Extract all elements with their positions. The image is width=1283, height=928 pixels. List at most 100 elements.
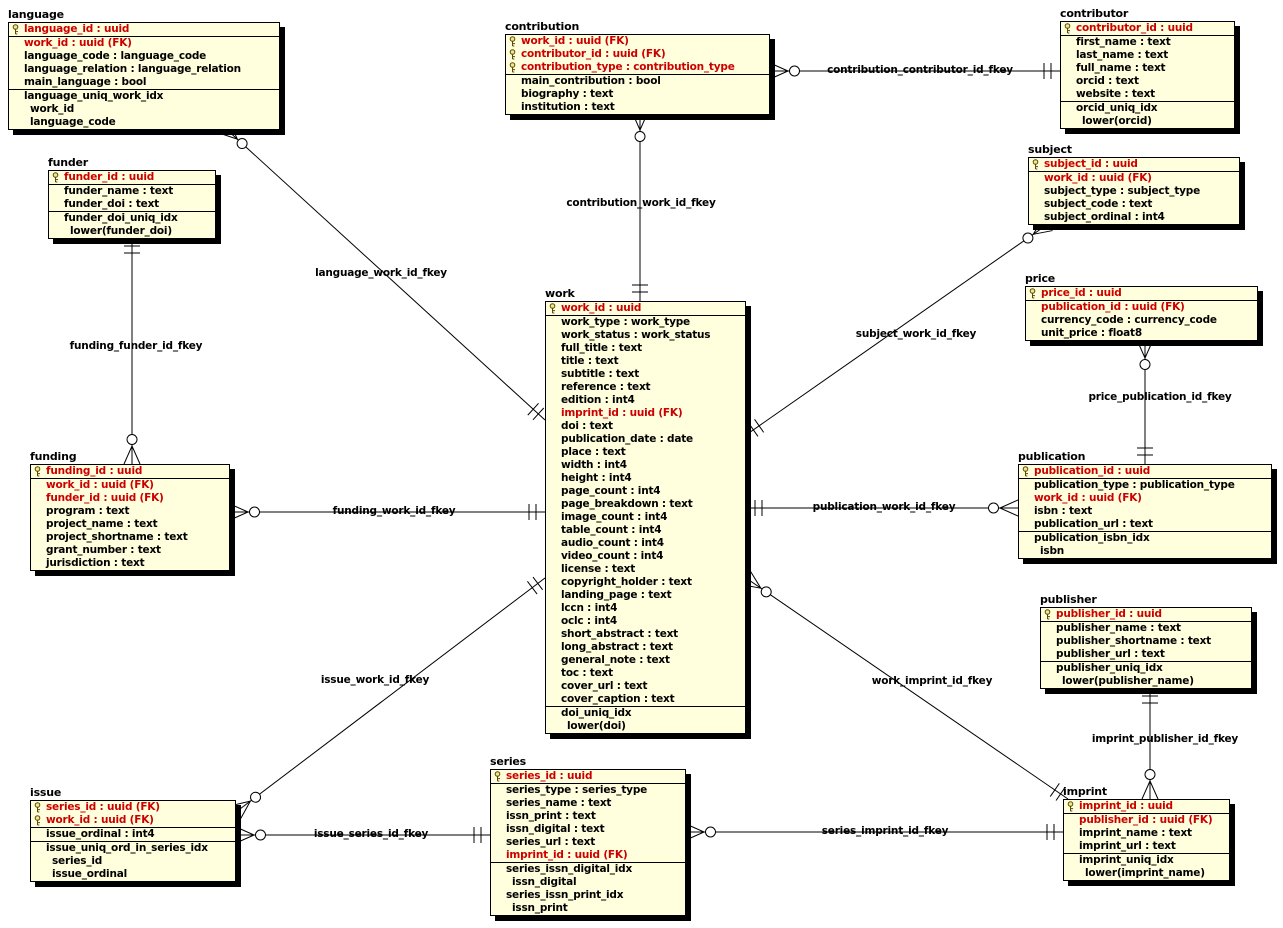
table-section: series_id : uuid <box>491 770 685 783</box>
table-section: subject_id : uuid <box>1029 158 1239 171</box>
table-box: work_id : uuid (FK)contributor_id : uuid… <box>505 34 770 115</box>
index-column: lower(doi) <box>567 720 626 732</box>
relationship-publication_work_id_fkey: publication_work_id_fkey <box>746 499 1019 517</box>
field: project_shortname : text <box>46 531 188 543</box>
index-name: imprint_uniq_idx <box>1079 854 1174 866</box>
primary-key-icon <box>34 815 41 826</box>
table-title: publisher <box>1040 593 1097 606</box>
relationship-label: series_imprint_id_fkey <box>822 825 949 837</box>
pk-field: contributor_id : uuid (FK) <box>506 48 769 61</box>
table-title: contributor <box>1060 7 1129 20</box>
zero-or-many-circle <box>236 138 248 150</box>
relationship-price_publication_id_fkey: price_publication_id_fkey <box>1088 339 1232 464</box>
table-title: price <box>1025 272 1056 285</box>
field: work_status : work_status <box>561 329 711 341</box>
table-title: funding <box>30 450 77 463</box>
index-name: series_issn_print_idx <box>506 889 624 901</box>
relationship-label: imprint_publisher_id_fkey <box>1092 733 1239 745</box>
field: edition : int4 <box>561 394 635 406</box>
zero-or-many-circle <box>988 502 999 514</box>
field: subject_type : subject_type <box>1044 185 1201 197</box>
field: imprint_name : text <box>1079 827 1192 839</box>
index-column: issn_print <box>512 902 568 914</box>
field: publication_type : publication_type <box>1034 479 1235 491</box>
pk-field: price_id : uuid <box>1026 287 1257 300</box>
field: issue_ordinal : int4 <box>46 828 155 840</box>
primary-key-icon <box>1044 609 1051 620</box>
field: place : text <box>561 446 626 458</box>
index-name: issue_uniq_ord_in_series_idx <box>46 842 208 854</box>
index-name: doi_uniq_idx <box>561 707 632 719</box>
field: isbn : text <box>1034 505 1093 517</box>
field: audio_count : int4 <box>561 537 664 549</box>
primary-key-icon <box>34 802 41 813</box>
field: series_url : text <box>506 836 596 848</box>
field: issn_print : text <box>506 810 596 822</box>
relationship-issue_work_id_fkey: issue_work_id_fkey <box>231 576 546 819</box>
index-column: lower(orcid) <box>1082 115 1152 127</box>
relationship-label: subject_work_id_fkey <box>856 328 977 340</box>
table-section: contributor_id : uuid <box>1061 22 1234 35</box>
field: video_count : int4 <box>561 550 664 562</box>
field: unit_price : float8 <box>1041 327 1142 339</box>
relationship-label: language_work_id_fkey <box>315 267 447 279</box>
pk-field: contribution_type : contribution_type <box>506 61 769 74</box>
table-section: publication_id : uuid <box>1019 465 1271 478</box>
table-contribution[interactable]: contribution work_id : uuid (FK)contribu… <box>505 20 770 115</box>
field: publisher_url : text <box>1056 648 1165 660</box>
pk-field: work_id : uuid (FK) <box>506 35 769 48</box>
index-column: lower(funder_doi) <box>70 225 172 237</box>
pk-field: publication_id : uuid <box>1019 465 1271 478</box>
table-section: funder_id : uuid <box>49 171 215 184</box>
zero-or-many-circle <box>1022 232 1034 244</box>
field: page_breakdown : text <box>561 498 693 510</box>
field: doi : text <box>561 420 613 432</box>
fk-field: publisher_id : uuid (FK) <box>1079 814 1213 826</box>
table-title: subject <box>1028 143 1072 156</box>
table-title: work <box>545 287 575 300</box>
relationship-funding_funder_id_fkey: funding_funder_id_fkey <box>70 237 203 465</box>
relationship-label: contribution_work_id_fkey <box>566 197 716 209</box>
table-issue[interactable]: issue series_id : uuid (FK)work_id : uui… <box>30 786 236 882</box>
table-section: work_id : uuid <box>546 302 745 315</box>
table-section: work_id : uuid (FK)funder_id : uuid (FK)… <box>31 478 229 570</box>
fk-field: publication_id : uuid (FK) <box>1041 301 1185 313</box>
primary-key-icon <box>34 466 41 477</box>
fk-field: work_id : uuid (FK) <box>24 37 132 49</box>
fk-field: imprint_id : uuid (FK) <box>561 407 683 419</box>
primary-key-icon <box>12 24 19 35</box>
field: toc : text <box>561 667 613 679</box>
field: language_code : language_code <box>24 50 207 62</box>
index-name: language_uniq_work_idx <box>24 90 164 102</box>
field: subtitle : text <box>561 368 640 380</box>
zero-or-many-circle <box>255 829 266 841</box>
field: issn_digital : text <box>506 823 605 835</box>
table-section: work_id : uuid (FK)language_code : langu… <box>9 36 279 89</box>
field: main_contribution : bool <box>521 75 661 87</box>
relationship-language_work_id_fkey: language_work_id_fkey <box>218 120 546 421</box>
field: grant_number : text <box>46 544 161 556</box>
field: funder_doi : text <box>64 198 159 210</box>
index-name: series_issn_digital_idx <box>506 863 633 875</box>
